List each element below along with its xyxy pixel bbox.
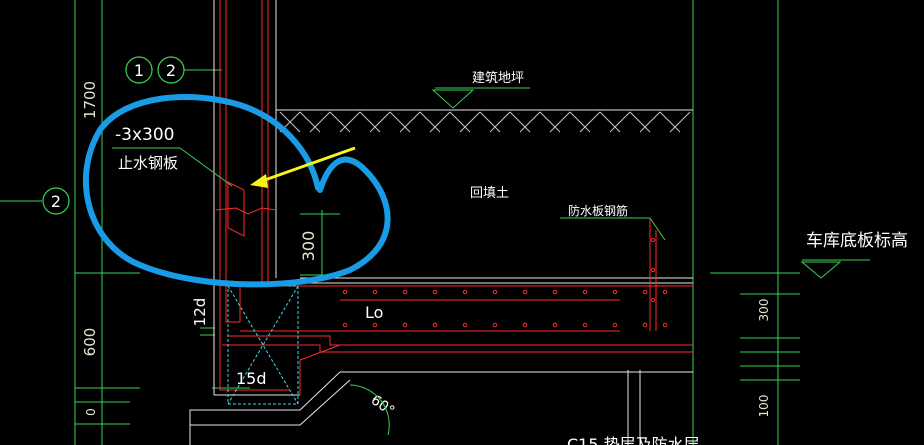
rebar-dots	[342, 237, 668, 328]
dim-left-0: 0	[84, 408, 98, 416]
yellow-arrow-icon	[250, 146, 356, 188]
dim-left-600: 600	[81, 328, 99, 357]
label-building-grade: 建筑地坪	[472, 70, 524, 86]
label-15d: 15d	[236, 369, 267, 388]
leader-lines	[112, 147, 233, 187]
water-stop-plate	[215, 181, 277, 237]
structure-lines	[189, 0, 693, 445]
garage-elevation-marker	[800, 261, 842, 279]
green-dimension-lines	[0, 0, 870, 445]
axis-bubble-2-left: 2	[42, 187, 70, 215]
label-garage-elevation: 车库底板标高	[806, 231, 908, 251]
axis-label-2-left: 2	[51, 192, 61, 211]
axis-bubble-1: 1	[125, 56, 153, 84]
axis-label-1: 1	[134, 61, 144, 80]
label-waterproof-rebar: 防水板钢筋	[568, 203, 628, 218]
dim-plate-300: 300	[299, 231, 318, 262]
label-bottom-note: C15 垫层及防水层	[567, 435, 700, 445]
dim-left-1700: 1700	[81, 81, 99, 119]
axis-label-2-top: 2	[166, 61, 176, 80]
dim-right-300: 300	[757, 299, 771, 322]
label-plate-size: -3x300	[115, 125, 174, 145]
label-plate-name: 止水钢板	[118, 154, 178, 172]
label-backfill: 回填土	[470, 186, 509, 201]
label-anchor-length: Lo	[365, 303, 383, 322]
highlight-circle	[83, 94, 391, 288]
rebar-lines	[219, 0, 693, 395]
axis-bubble-2-top: 2	[157, 56, 185, 84]
label-12d: 12d	[191, 298, 209, 327]
dim-right-100: 100	[757, 395, 771, 418]
angle-arc	[349, 384, 390, 436]
building-grade-marker	[431, 89, 475, 109]
